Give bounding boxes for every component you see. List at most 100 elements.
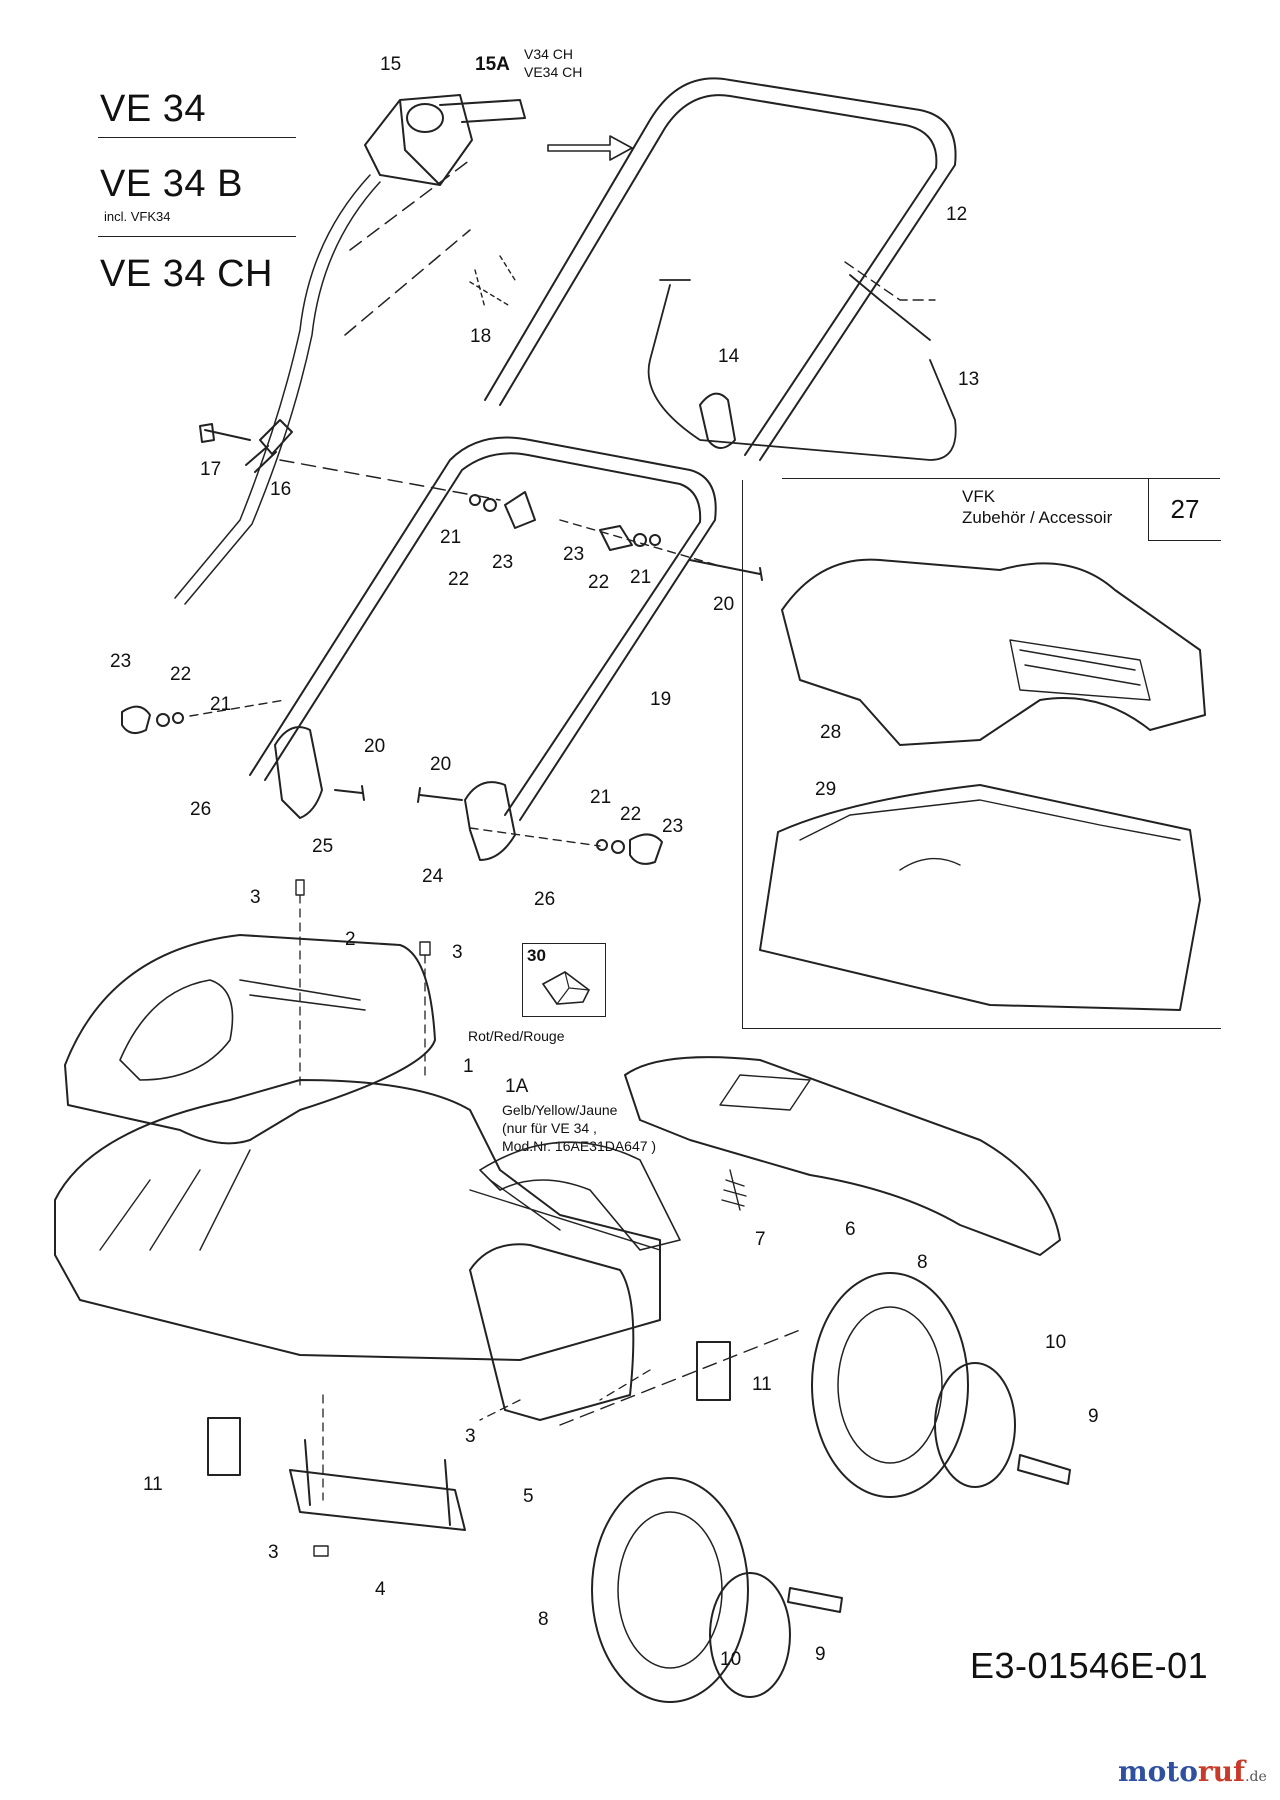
nut-21-left (172, 712, 184, 724)
brand-part-1: moto (1118, 1755, 1198, 1788)
part-label-21-c: 21 (210, 694, 231, 715)
hubcap-10-lower (709, 1572, 791, 1698)
part-label-3-c: 3 (465, 1426, 476, 1447)
bag-frame-dash (844, 261, 936, 301)
screw-18 (469, 255, 516, 309)
part-label-16: 16 (270, 479, 291, 500)
part-30-drawing (541, 971, 591, 1005)
brand-part-2: ruf (1197, 1755, 1246, 1788)
part-label-25: 25 (312, 836, 333, 857)
part-30-label: 30 (527, 946, 546, 965)
part-label-14: 14 (718, 346, 740, 367)
part-label-17: 17 (200, 459, 221, 480)
model-title-ve34b: VE 34 B (100, 163, 243, 205)
cable (174, 174, 381, 605)
part-label-10-a: 10 (1045, 1332, 1066, 1353)
switch-knob (406, 103, 444, 133)
part-label-3-a: 3 (250, 887, 261, 908)
part-label-18: 18 (470, 326, 491, 347)
nut-21-right (649, 534, 661, 546)
part-label-5: 5 (523, 1486, 534, 1507)
model-title-ve34: VE 34 (100, 88, 207, 130)
part-label-7: 7 (755, 1229, 766, 1250)
accessory-frame (742, 480, 1221, 1029)
part-label-23-a: 23 (492, 552, 513, 573)
part-label-2: 2 (345, 929, 356, 950)
plate-11-right (696, 1341, 731, 1401)
nut-21-upper (469, 494, 481, 506)
part-label-11-a: 11 (143, 1474, 163, 1495)
washer-22-upper (483, 498, 497, 512)
upper-handle (484, 77, 957, 461)
part-label-28: 28 (820, 722, 841, 743)
bag-frame (647, 274, 957, 461)
bolt-9-lower (787, 1587, 843, 1613)
nut-21-lower (596, 839, 608, 851)
note-yellow-1: (nur für VE 34 , (502, 1120, 597, 1136)
variant-label-ve34ch: VE34 CH (524, 64, 583, 80)
part-label-24: 24 (422, 866, 444, 887)
model-divider (98, 137, 296, 138)
deflector (624, 1056, 1061, 1256)
part-label-1: 1 (463, 1056, 474, 1077)
part-label-6: 6 (845, 1219, 856, 1240)
part-label-22-c: 22 (170, 664, 191, 685)
top-cover (64, 934, 436, 1145)
part-label-3-b: 3 (452, 942, 463, 963)
cover-vent (119, 979, 366, 1081)
washer-22-lower (611, 840, 625, 854)
wheel-8-lower-rim (617, 1511, 723, 1669)
brand-tld: .de (1245, 1769, 1267, 1785)
drawing-code: E3-01546E-01 (970, 1645, 1209, 1686)
knob-23-upper (504, 491, 536, 529)
wheel-8-upper-rim (837, 1306, 943, 1464)
part-label-29: 29 (815, 779, 836, 800)
chute-1A (479, 1141, 681, 1251)
bolt-20-top (689, 559, 763, 581)
clip-14 (699, 392, 736, 449)
part-label-23-d: 23 (662, 816, 683, 837)
bolt-9-upper (1017, 1454, 1071, 1485)
part-label-23-c: 23 (110, 651, 131, 672)
part-label-8-b: 8 (538, 1609, 549, 1630)
switch-dash (344, 159, 471, 336)
screw-3-heads (295, 879, 431, 1557)
part-label-10-b: 10 (720, 1649, 741, 1670)
part-label-21-b: 21 (630, 567, 651, 588)
switch-box (364, 94, 526, 186)
washer-22-left (156, 713, 170, 727)
note-red: Rot/Red/Rouge (468, 1028, 565, 1044)
part-label-11-b: 11 (752, 1374, 772, 1395)
part-label-8-a: 8 (917, 1252, 928, 1273)
part-label-23-b: 23 (563, 544, 584, 565)
part-label-20-a: 20 (713, 594, 734, 615)
part-label-21-d: 21 (590, 787, 611, 808)
variant-label-v34ch: V34 CH (524, 46, 574, 62)
part-label-22-d: 22 (620, 804, 641, 825)
part-30-frame: 30 (522, 943, 606, 1017)
plate-11-left (207, 1417, 241, 1476)
screw-3-dashes (299, 894, 651, 1501)
knob-23-right (599, 525, 633, 551)
part-label-22-a: 22 (448, 569, 469, 590)
hubcap-10-upper (934, 1362, 1016, 1488)
rear-flap (469, 1243, 635, 1421)
lower-handle (249, 436, 717, 821)
model-subtitle: incl. VFK34 (104, 209, 171, 224)
part-label-26-b: 26 (534, 889, 555, 910)
accessory-frame-top (782, 478, 1220, 479)
accessory-number: 27 (1148, 478, 1221, 541)
part-label-22-b: 22 (588, 572, 609, 593)
model-divider (98, 236, 296, 237)
bracket-24 (464, 781, 516, 861)
washer-22-right (633, 533, 647, 547)
part-label-21-a: 21 (440, 527, 461, 548)
part-label-12: 12 (946, 204, 967, 225)
base-plate (289, 1439, 466, 1531)
part-label-20-c: 20 (430, 754, 451, 775)
clamp-dash (279, 459, 501, 501)
accessory-subtitle: Zubehör / Accessoir (962, 508, 1113, 527)
part-label-1A: 1A (505, 1076, 529, 1097)
bag-29-inner (799, 799, 1181, 871)
